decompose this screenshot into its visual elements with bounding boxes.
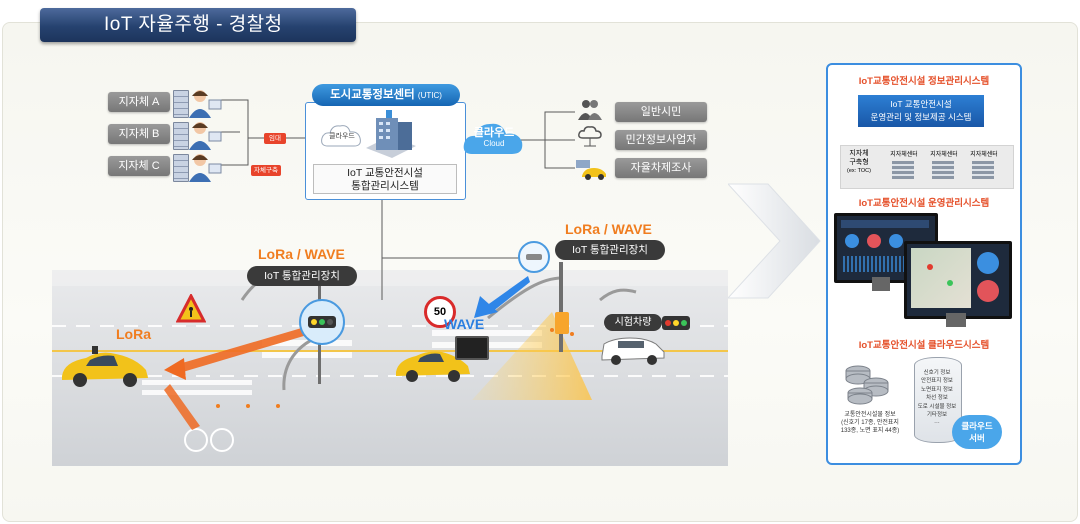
speed-limit-sign: 50: [424, 296, 456, 328]
warning-sign-icon: [176, 294, 206, 323]
db-item: 안전표지 정보: [921, 378, 953, 385]
db-caption-3: 133종, 노면 표지 44종): [840, 428, 900, 434]
autonomous-car-icon: [62, 346, 148, 387]
info-system-title: IoT교통안전시설 정보관리시스템: [858, 76, 990, 87]
local-gov-a[interactable]: 지자체 A: [108, 92, 170, 112]
local-label-3: (ex: TOC): [847, 168, 871, 174]
traffic-light-icon: [662, 316, 690, 330]
db-item: 도로 시설물 정보: [917, 403, 957, 410]
monitor-map: [904, 241, 1012, 319]
info-box-line-1: IoT 교통안전시설: [890, 99, 952, 109]
system-line-1: IoT 교통안전시설: [347, 167, 423, 179]
iot-traffic-light-icon: [299, 299, 345, 345]
cloud-label-en: Cloud: [483, 139, 505, 148]
monitor-stand: [946, 313, 966, 327]
wave-label: WAVE: [444, 316, 485, 332]
cloud-server-line-2: 서버: [969, 433, 985, 443]
server-icon: [932, 161, 954, 179]
db-caption-2: (신호기 17종, 안전표지: [841, 420, 899, 426]
db-caption: 교통안전시설물 정보 (신호기 17종, 안전표지 133종, 노면 표지 44…: [832, 411, 908, 435]
server-icon: [173, 122, 189, 150]
server-icon: [972, 161, 994, 179]
building-icon: [366, 110, 416, 158]
car-icon: [396, 351, 470, 382]
cloud-system-title: IoT교통안전시설 클라우드시스템: [858, 340, 990, 351]
local-center-1: 지자체센터: [890, 152, 918, 158]
left-device-title: LoRa / WAVE: [258, 246, 345, 262]
info-box-line-2: 운영관리 및 정보제공 시스템: [870, 112, 972, 122]
iot-device-icon: [518, 241, 550, 273]
db-item: 차선 정보: [926, 395, 948, 402]
database-icon: [845, 365, 889, 405]
navigation-display-icon: [455, 336, 489, 360]
ops-system-title: IoT교통안전시설 운영관리시스템: [858, 198, 990, 209]
local-center-2: 지자체센터: [930, 152, 958, 158]
db-items: 신호기 정보 안전표지 정보 노면표지 정보 차선 정보 도로 시설물 정보 기…: [916, 369, 958, 428]
cloud-icon: [463, 123, 523, 154]
operator-icon: [189, 90, 222, 118]
left-device-label: IoT 통합관리장치: [247, 266, 357, 286]
server-icon: [173, 90, 189, 118]
user-av-maker[interactable]: 자율차제조사: [615, 158, 707, 178]
local-gov-b[interactable]: 지자체 B: [108, 124, 170, 144]
db-item: 신호기 정보: [923, 370, 951, 376]
citizens-icon: [578, 100, 602, 120]
user-citizen[interactable]: 일반시민: [615, 102, 707, 122]
page-title: IoT 자율주행 - 경찰청: [40, 8, 356, 42]
utic-name: 도시교통정보센터: [330, 89, 415, 101]
self-build-badge: 자체구축: [251, 165, 281, 176]
operator-icon: [189, 122, 222, 150]
local-type-label: 지자체 구축형 (ex: TOC): [846, 149, 872, 176]
utic-title: 도시교통정보센터 (UTIC): [312, 84, 460, 106]
right-device-title: LoRa / WAVE: [565, 221, 652, 237]
db-item: ⋯: [934, 420, 940, 427]
monitor-stand: [872, 277, 890, 291]
rent-badge: 임대: [264, 133, 286, 144]
roadside-unit-icon: [555, 312, 569, 334]
lora-label: LoRa: [116, 326, 151, 342]
db-caption-1: 교통안전시설물 정보: [844, 412, 896, 418]
utic-cloud-label: 클라우드: [329, 133, 355, 140]
utic-suffix: (UTIC): [417, 91, 442, 100]
user-private-info[interactable]: 민간정보사업자: [615, 130, 707, 150]
server-icon: [173, 154, 189, 182]
info-system-box: IoT 교통안전시설 운영관리 및 정보제공 시스템: [858, 95, 984, 127]
local-label-1: 지자체: [849, 150, 869, 157]
db-item: 노면표지 정보: [921, 386, 953, 393]
local-gov-c[interactable]: 지자체 C: [108, 156, 170, 176]
car-icon: [576, 160, 606, 180]
cloud-server-line-1: 클라우드: [961, 421, 993, 431]
cloud-network-icon: [578, 126, 602, 147]
system-panel: IoT교통안전시설 정보관리시스템 IoT 교통안전시설 운영관리 및 정보제공…: [826, 63, 1022, 465]
cloud-icon: [321, 125, 361, 147]
cloud-label-kr: 클라우드: [473, 127, 515, 139]
right-device-label: IoT 통합관리장치: [555, 240, 665, 260]
local-label-2: 구축형: [849, 159, 869, 166]
system-line-2: 통합관리시스템: [351, 180, 419, 192]
wave-arrow-icon: [474, 276, 530, 318]
cloud-server: 클라우드 서버: [952, 415, 1002, 449]
operator-icon: [189, 154, 222, 182]
flow-arrow-icon: [728, 183, 821, 299]
db-item: 기타정보: [926, 412, 948, 419]
test-vehicle-label: 시험차량: [604, 314, 662, 331]
local-center-3: 지자체센터: [970, 152, 998, 158]
server-icon: [892, 161, 914, 179]
test-vehicle-icon: [601, 337, 665, 365]
